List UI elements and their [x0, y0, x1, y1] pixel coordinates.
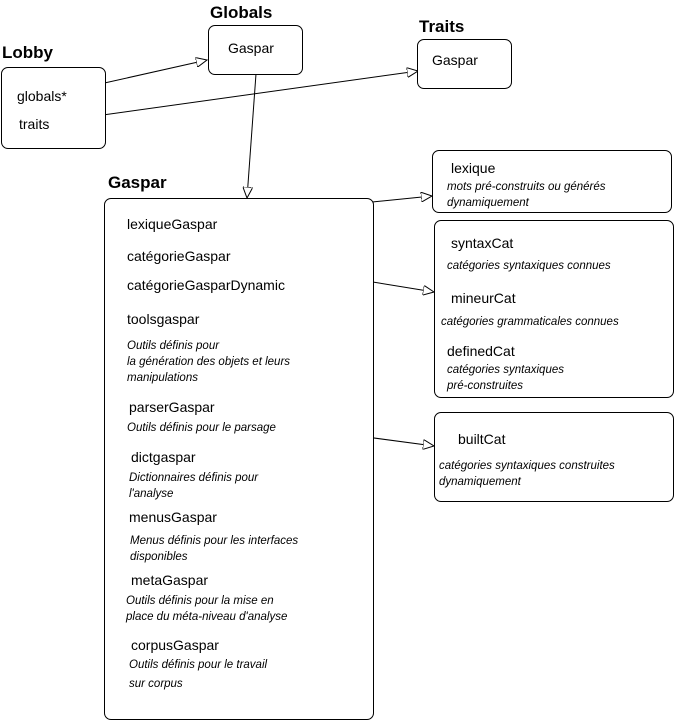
slot-categoriegaspardynamic: catégorieGasparDynamic	[127, 277, 285, 293]
slot-corpusgaspar: corpusGaspar	[131, 637, 219, 653]
corpusgaspar-desc-2: sur corpus	[129, 678, 183, 690]
globals-title: Globals	[210, 3, 273, 22]
lexique-name: lexique	[451, 160, 496, 176]
toolsgaspar-desc-2: la génération des objets et leurs	[127, 356, 291, 368]
slot-toolsgaspar: toolsgaspar	[127, 311, 200, 327]
lexique-desc-1: mots pré-construits ou générés	[447, 181, 606, 193]
toolsgaspar-desc-3: manipulations	[127, 372, 198, 384]
slot-dictgaspar: dictgaspar	[131, 449, 196, 465]
builtcat-object: builtCat catégories syntaxiques construi…	[434, 412, 674, 502]
syntaxcat-name: syntaxCat	[451, 235, 514, 251]
definedcat-desc-2: pré-construites	[447, 380, 524, 392]
lobby-slot-globals: globals*	[17, 88, 67, 104]
slot-lexiquegaspar: lexiqueGaspar	[127, 216, 218, 232]
dictgaspar-desc-1: Dictionnaires définis pour	[129, 472, 259, 484]
menusgaspar-desc-2: disponibles	[130, 551, 188, 563]
builtcat-desc-1: catégories syntaxiques construites	[439, 460, 615, 472]
gaspar-object: lexiqueGaspar catégorieGaspar catégorieG…	[104, 198, 374, 720]
traits-object: Gaspar	[417, 39, 512, 89]
categories-object: syntaxCat catégories syntaxiques connues…	[434, 220, 674, 398]
metagaspar-desc-1: Outils définis pour la mise en	[126, 595, 274, 607]
traits-slot-gaspar: Gaspar	[432, 52, 478, 68]
parsergaspar-desc-1: Outils définis pour le parsage	[127, 422, 276, 434]
menusgaspar-desc-1: Menus définis pour les interfaces	[130, 535, 299, 547]
builtcat-name: builtCat	[458, 431, 506, 447]
lobby-title: Lobby	[2, 43, 53, 62]
gaspar-title: Gaspar	[108, 173, 167, 192]
mineurcat-desc-1: catégories grammaticales connues	[441, 316, 619, 328]
slot-parsergaspar: parserGaspar	[129, 399, 215, 415]
syntaxcat-desc-1: catégories syntaxiques connues	[447, 260, 611, 272]
corpusgaspar-desc-1: Outils définis pour le travail	[129, 659, 268, 671]
definedcat-desc-1: catégories syntaxiques	[447, 364, 564, 376]
lexique-desc-2: dynamiquement	[447, 197, 529, 209]
arrow-traits-to-traits-object	[73, 71, 418, 120]
dictgaspar-desc-2: l'analyse	[129, 488, 174, 500]
lobby-slot-traits: traits	[19, 116, 50, 132]
globals-slot-gaspar: Gaspar	[228, 40, 274, 56]
toolsgaspar-desc-1: Outils définis pour	[127, 340, 220, 352]
arrow-gaspar-to-gaspar-object	[247, 59, 258, 198]
builtcat-desc-2: dynamiquement	[439, 476, 521, 488]
lexique-object: lexique mots pré-construits ou générés d…	[432, 150, 672, 213]
definedcat-name: definedCat	[447, 343, 515, 359]
arrow-globals-to-globals-object	[90, 60, 207, 87]
lobby-object: globals* traits	[1, 67, 106, 149]
slot-categoriegaspar: catégorieGaspar	[127, 248, 231, 264]
traits-title: Traits	[419, 17, 465, 36]
slot-metagaspar: metaGaspar	[131, 572, 209, 588]
mineurcat-name: mineurCat	[451, 290, 516, 306]
slot-menusgaspar: menusGaspar	[129, 509, 217, 525]
metagaspar-desc-2: place du méta-niveau d'analyse	[126, 611, 288, 623]
globals-object: Gaspar	[208, 25, 303, 75]
